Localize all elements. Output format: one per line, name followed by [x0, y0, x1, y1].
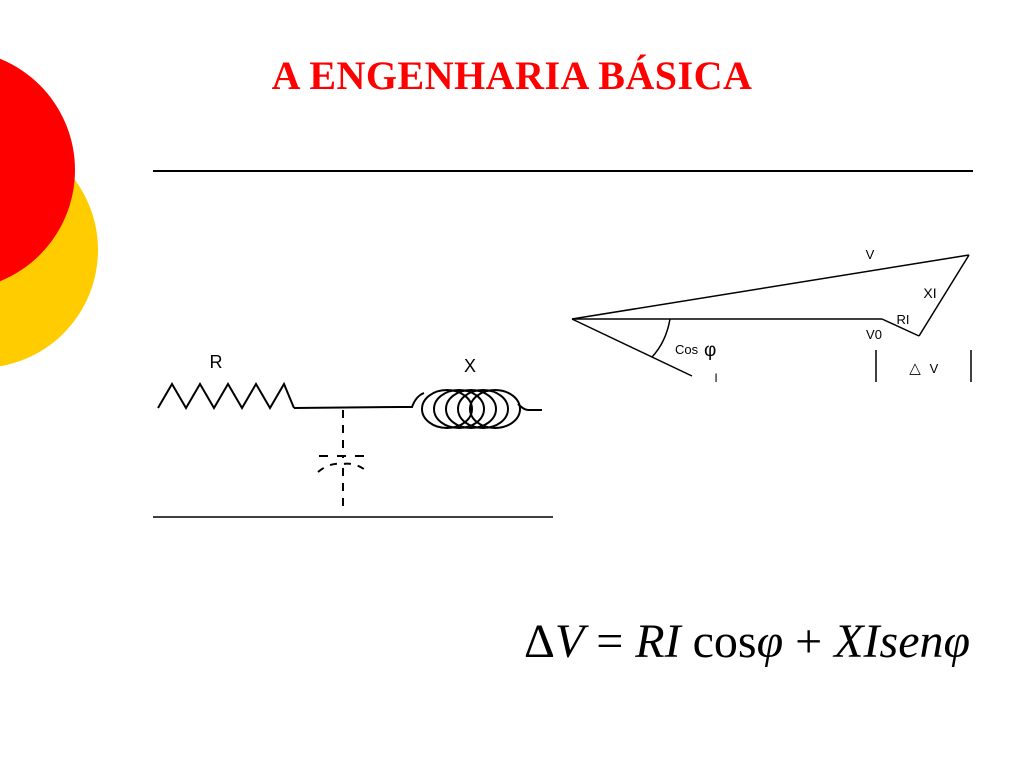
slide-title: A ENGENHARIA BÁSICA — [271, 53, 753, 98]
formula-delta: Δ — [524, 615, 555, 668]
xi-label: XI — [923, 285, 936, 301]
delta-v-label: V — [930, 361, 939, 376]
voltage-drop-formula: ΔV = RI cosφ + XIsenφ — [524, 612, 1004, 672]
title-divider — [153, 170, 973, 172]
phasor-xi — [918, 254, 970, 337]
cos-label: Cos — [675, 342, 699, 357]
inductor-symbol — [400, 389, 542, 429]
formula-plus: + — [783, 615, 835, 668]
resistor-symbol — [157, 381, 295, 410]
formula-ri: RI — [635, 615, 681, 668]
formula-v: V — [554, 615, 585, 668]
phasor-i — [571, 318, 693, 377]
v-label: V — [866, 247, 875, 262]
resistor-label: R — [210, 352, 223, 372]
phi-symbol: φ — [704, 340, 716, 361]
formula-phi-2: φ — [943, 615, 971, 668]
v0-label: V0 — [866, 327, 882, 342]
shunt-capacitance — [317, 410, 369, 512]
ri-label: RI — [897, 312, 910, 327]
phasor-ri — [881, 318, 920, 337]
formula-cos: cos — [680, 615, 757, 668]
formula-phi-1: φ — [756, 615, 784, 668]
series-wire — [293, 406, 401, 409]
i-label: I — [714, 371, 717, 385]
phasor-v — [571, 254, 970, 320]
delta-icon: △ — [909, 360, 921, 377]
reactance-label: X — [464, 356, 476, 376]
phi-angle-arc — [651, 318, 671, 358]
formula-xisen: XIsen — [834, 615, 944, 668]
formula-equals: = — [584, 615, 636, 668]
red-circle — [0, 58, 75, 282]
